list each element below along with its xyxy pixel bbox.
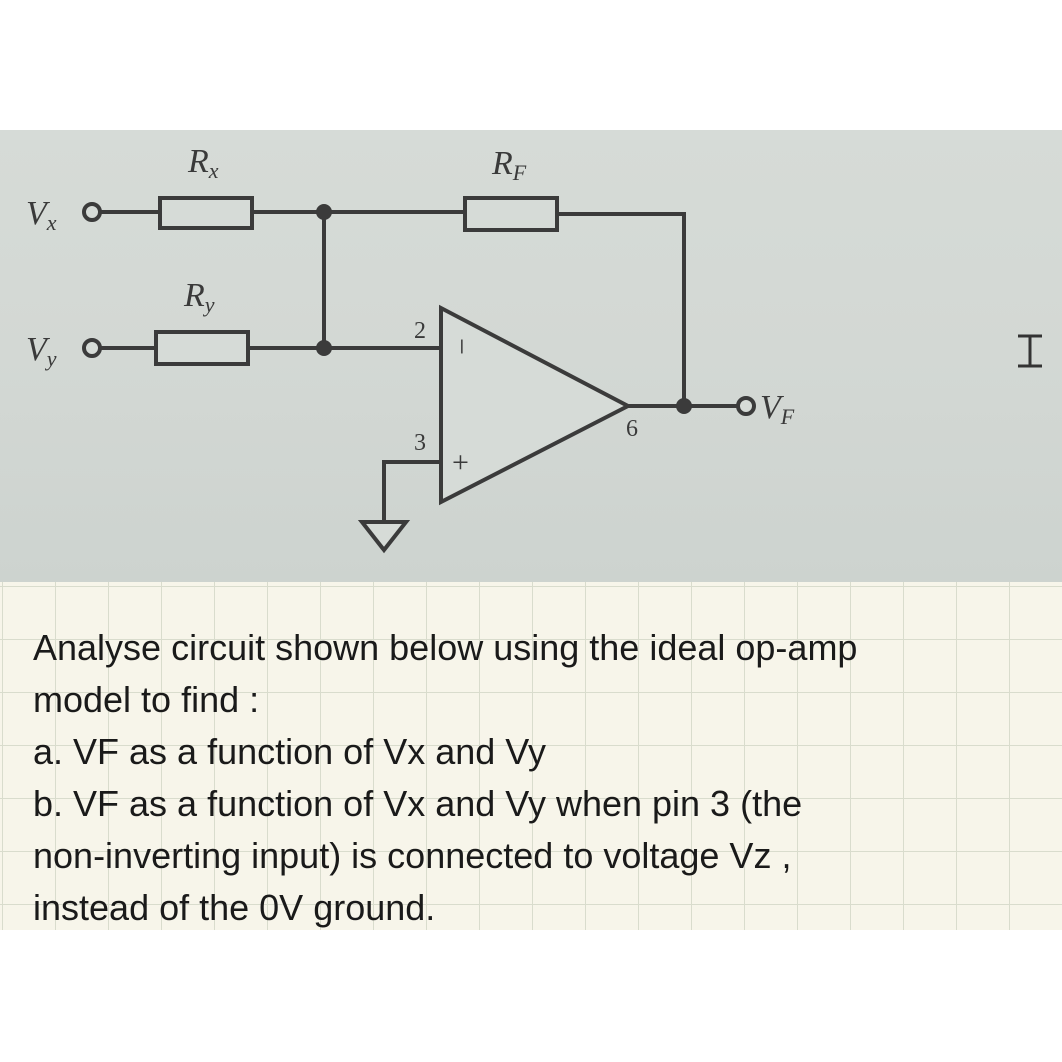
rx-label: Rx [187,143,219,183]
vf-label: VF [760,389,795,429]
vy-label: Vy [26,331,57,371]
circuit-diagram: Rx RF Ry Vx Vy VF 2 3 6 − + [26,143,1042,554]
ground-symbol [357,520,411,554]
vf-terminal [736,396,756,416]
question-line: instead of the 0V ground. [33,887,436,928]
inverting-sign: − [445,338,478,355]
question-line: Analyse circuit shown below using the id… [33,627,858,668]
question-line: b. VF as a function of Vx and Vy when pi… [33,783,803,824]
rf-label: RF [491,145,527,185]
pin-6-label: 6 [626,416,638,442]
vy-terminal [82,338,102,358]
rf-resistor [463,196,559,232]
circuit-photo: Rx RF Ry Vx Vy VF 2 3 6 − + [0,130,1062,582]
ry-label: Ry [183,277,215,317]
question-note: Analyse circuit shown below using the id… [0,582,1062,930]
pin-3-label: 3 [414,430,426,456]
question-line: model to find : [33,679,260,720]
question-line: non-inverting input) is connected to vol… [33,835,792,876]
vx-label: Vx [26,195,57,235]
question-line: a. VF as a function of Vx and Vy [33,731,546,772]
ry-resistor [154,330,250,366]
text-cursor-icon [1018,334,1042,368]
junction-bottom [316,340,332,356]
non-inverting-sign: + [452,446,469,479]
junction-top [316,204,332,220]
pin-2-label: 2 [414,318,426,344]
question-text: Analyse circuit shown below using the id… [33,622,1043,934]
junction-output [676,398,692,414]
rx-resistor [158,196,254,230]
vx-terminal [82,202,102,222]
op-amp [439,304,633,506]
